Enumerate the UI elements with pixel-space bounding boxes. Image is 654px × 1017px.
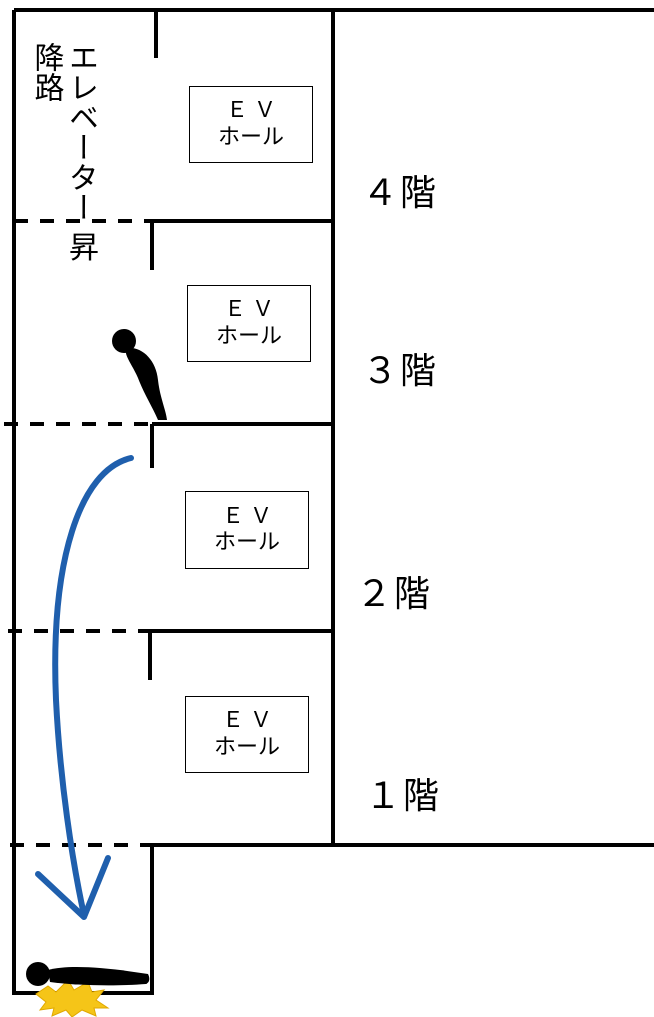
ev-hall-label-line2: ホール [213, 530, 280, 555]
ev-hall-box-4: ＥＶ ホール [189, 86, 313, 163]
shaft-label: エレベーター 昇降路 [28, 42, 99, 282]
fall-arrowhead [35, 855, 111, 920]
floor-label-1: １階 [365, 776, 442, 817]
ev-hall-label-line2: ホール [217, 124, 284, 150]
ev-hall-label-line1: ＥＶ [225, 98, 282, 124]
fall-arrow [52, 455, 134, 918]
falling-person-body [125, 347, 167, 420]
ev-hall-label-line2: ホール [215, 323, 282, 349]
fallen-person-figure [26, 962, 150, 986]
impact-burst-icon [35, 979, 110, 1017]
floor-label-2: ２階 [356, 574, 433, 615]
ev-hall-box-1: ＥＶ ホール [185, 696, 309, 773]
falling-person-figure [112, 329, 167, 420]
ev-hall-label-line1: ＥＶ [221, 503, 278, 529]
ev-hall-box-3: ＥＶ ホール [187, 285, 311, 362]
floor-label-4: ４階 [362, 173, 439, 214]
falling-person-head [112, 329, 136, 353]
ev-hall-label-line2: ホール [213, 734, 280, 760]
ev-hall-label-line1: ＥＶ [223, 297, 280, 323]
fallen-person-head [26, 962, 50, 986]
ev-hall-box-2: ＥＶ ホール [185, 491, 309, 569]
shaft-label-line1: エレベーター [63, 42, 98, 222]
shaft-label-line2: 昇降路 [28, 42, 99, 262]
ev-hall-label-line1: ＥＶ [221, 708, 278, 734]
floor-label-3: ３階 [362, 351, 439, 392]
fallen-person-body [48, 967, 150, 986]
